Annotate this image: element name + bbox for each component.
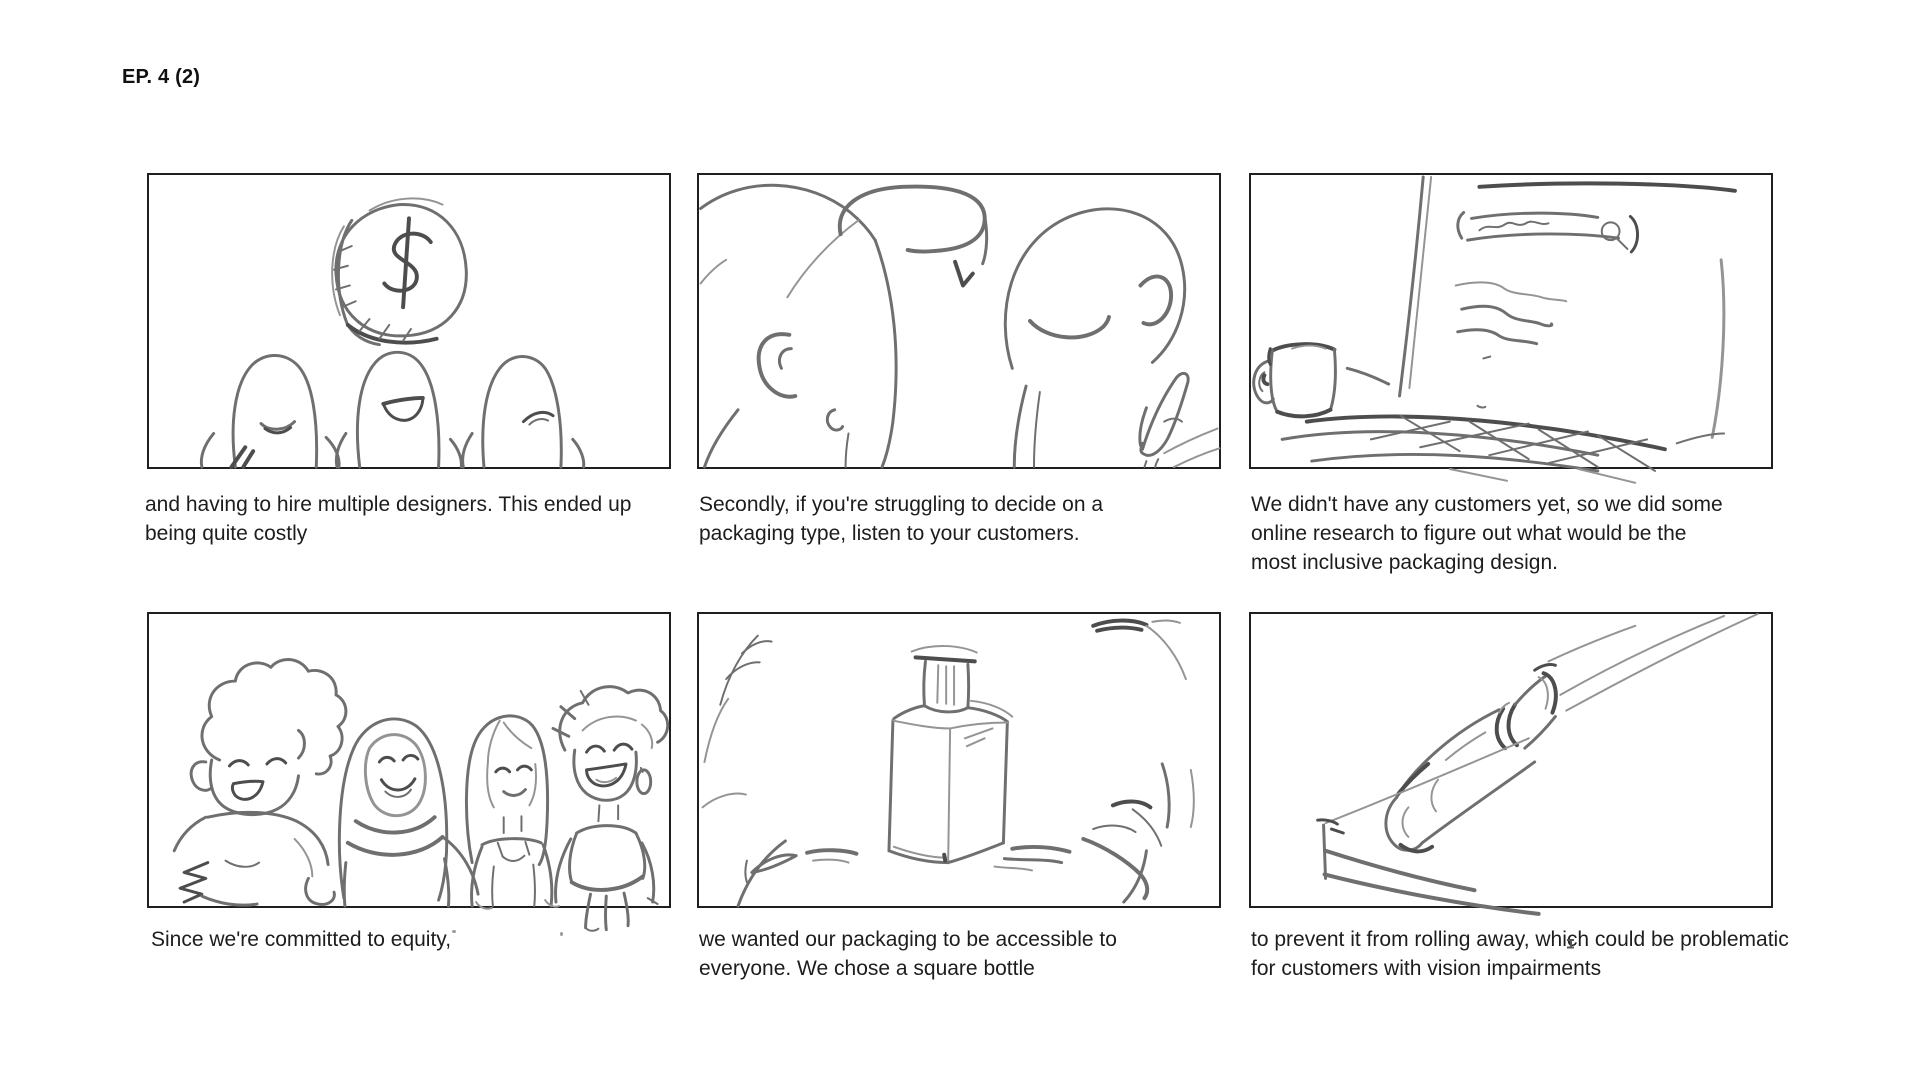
- panel-1-caption: and having to hire multiple designers. T…: [145, 493, 632, 545]
- panel-5-sketch: [701, 618, 1195, 908]
- magnifier-icon: [1600, 221, 1621, 242]
- plants-right-sketch: [1081, 618, 1195, 904]
- storyboard-panel-2: Secondly, if you're struggling to decide…: [697, 173, 1221, 545]
- text-cursor-ibeam: [1566, 939, 1576, 948]
- panel-2-sketch: [699, 183, 1221, 469]
- panel-5-caption: we wanted our packaging to be accessible…: [699, 928, 1117, 980]
- panel-3-sketch: [1252, 175, 1737, 484]
- storyboard-panel-3: We didn't have any customers yet, so we …: [1249, 173, 1773, 574]
- person-curly-hair-sketch: [172, 658, 348, 907]
- listener-figure-sketch: [699, 183, 898, 469]
- storyboard-panel-6: to prevent it from rolling away, which c…: [1249, 612, 1789, 980]
- keyboard-deck-sketch: [1280, 366, 1726, 484]
- storyboard-panel-1: and having to hire multiple designers. T…: [145, 173, 671, 545]
- stray-sketch-dot: [452, 930, 456, 933]
- dollar-coin-sketch: [331, 197, 468, 347]
- table-edge-sketch: [1316, 737, 1541, 916]
- laptop-screen-sketch: [1398, 175, 1737, 439]
- person-bob-hair-sketch: [464, 714, 560, 910]
- square-bottle-sketch: [887, 645, 1014, 865]
- panel-3-caption: We didn't have any customers yet, so we …: [1251, 493, 1723, 574]
- speaker-figure-sketch: [1003, 207, 1221, 469]
- panel-6-sketch: [1316, 613, 1759, 916]
- ground-shadow-sketch: [805, 844, 1072, 872]
- mug-sketch: [1252, 342, 1337, 419]
- storyboard-panel-5: we wanted our packaging to be accessible…: [697, 612, 1221, 980]
- plants-left-sketch: [701, 634, 798, 908]
- panel-4-sketch: [172, 658, 670, 932]
- lying-bottle-sketch: [1384, 663, 1558, 854]
- customer-heads-sketch: [199, 350, 586, 469]
- panel-4-caption: Since we're committed to equity,: [151, 928, 452, 951]
- stray-sketch-dot: [560, 932, 563, 936]
- earring-sketch: [635, 768, 653, 796]
- panel-6-caption: to prevent it from rolling away, which c…: [1251, 928, 1789, 980]
- person-headscarf-sketch: [337, 717, 480, 908]
- panel-1-sketch: [199, 197, 586, 469]
- webpage-text-sketch: [1454, 281, 1568, 409]
- guide-lines-sketch: [1547, 613, 1759, 712]
- speech-bubble-sketch: [837, 184, 989, 288]
- page-title: EP. 4 (2): [122, 66, 201, 88]
- storyboard-panel-4: Since we're committed to equity,: [147, 612, 671, 951]
- search-bar-sketch: [1456, 211, 1639, 254]
- person-short-hair-sketch: [551, 685, 670, 932]
- panel-2-caption: Secondly, if you're struggling to decide…: [699, 493, 1104, 545]
